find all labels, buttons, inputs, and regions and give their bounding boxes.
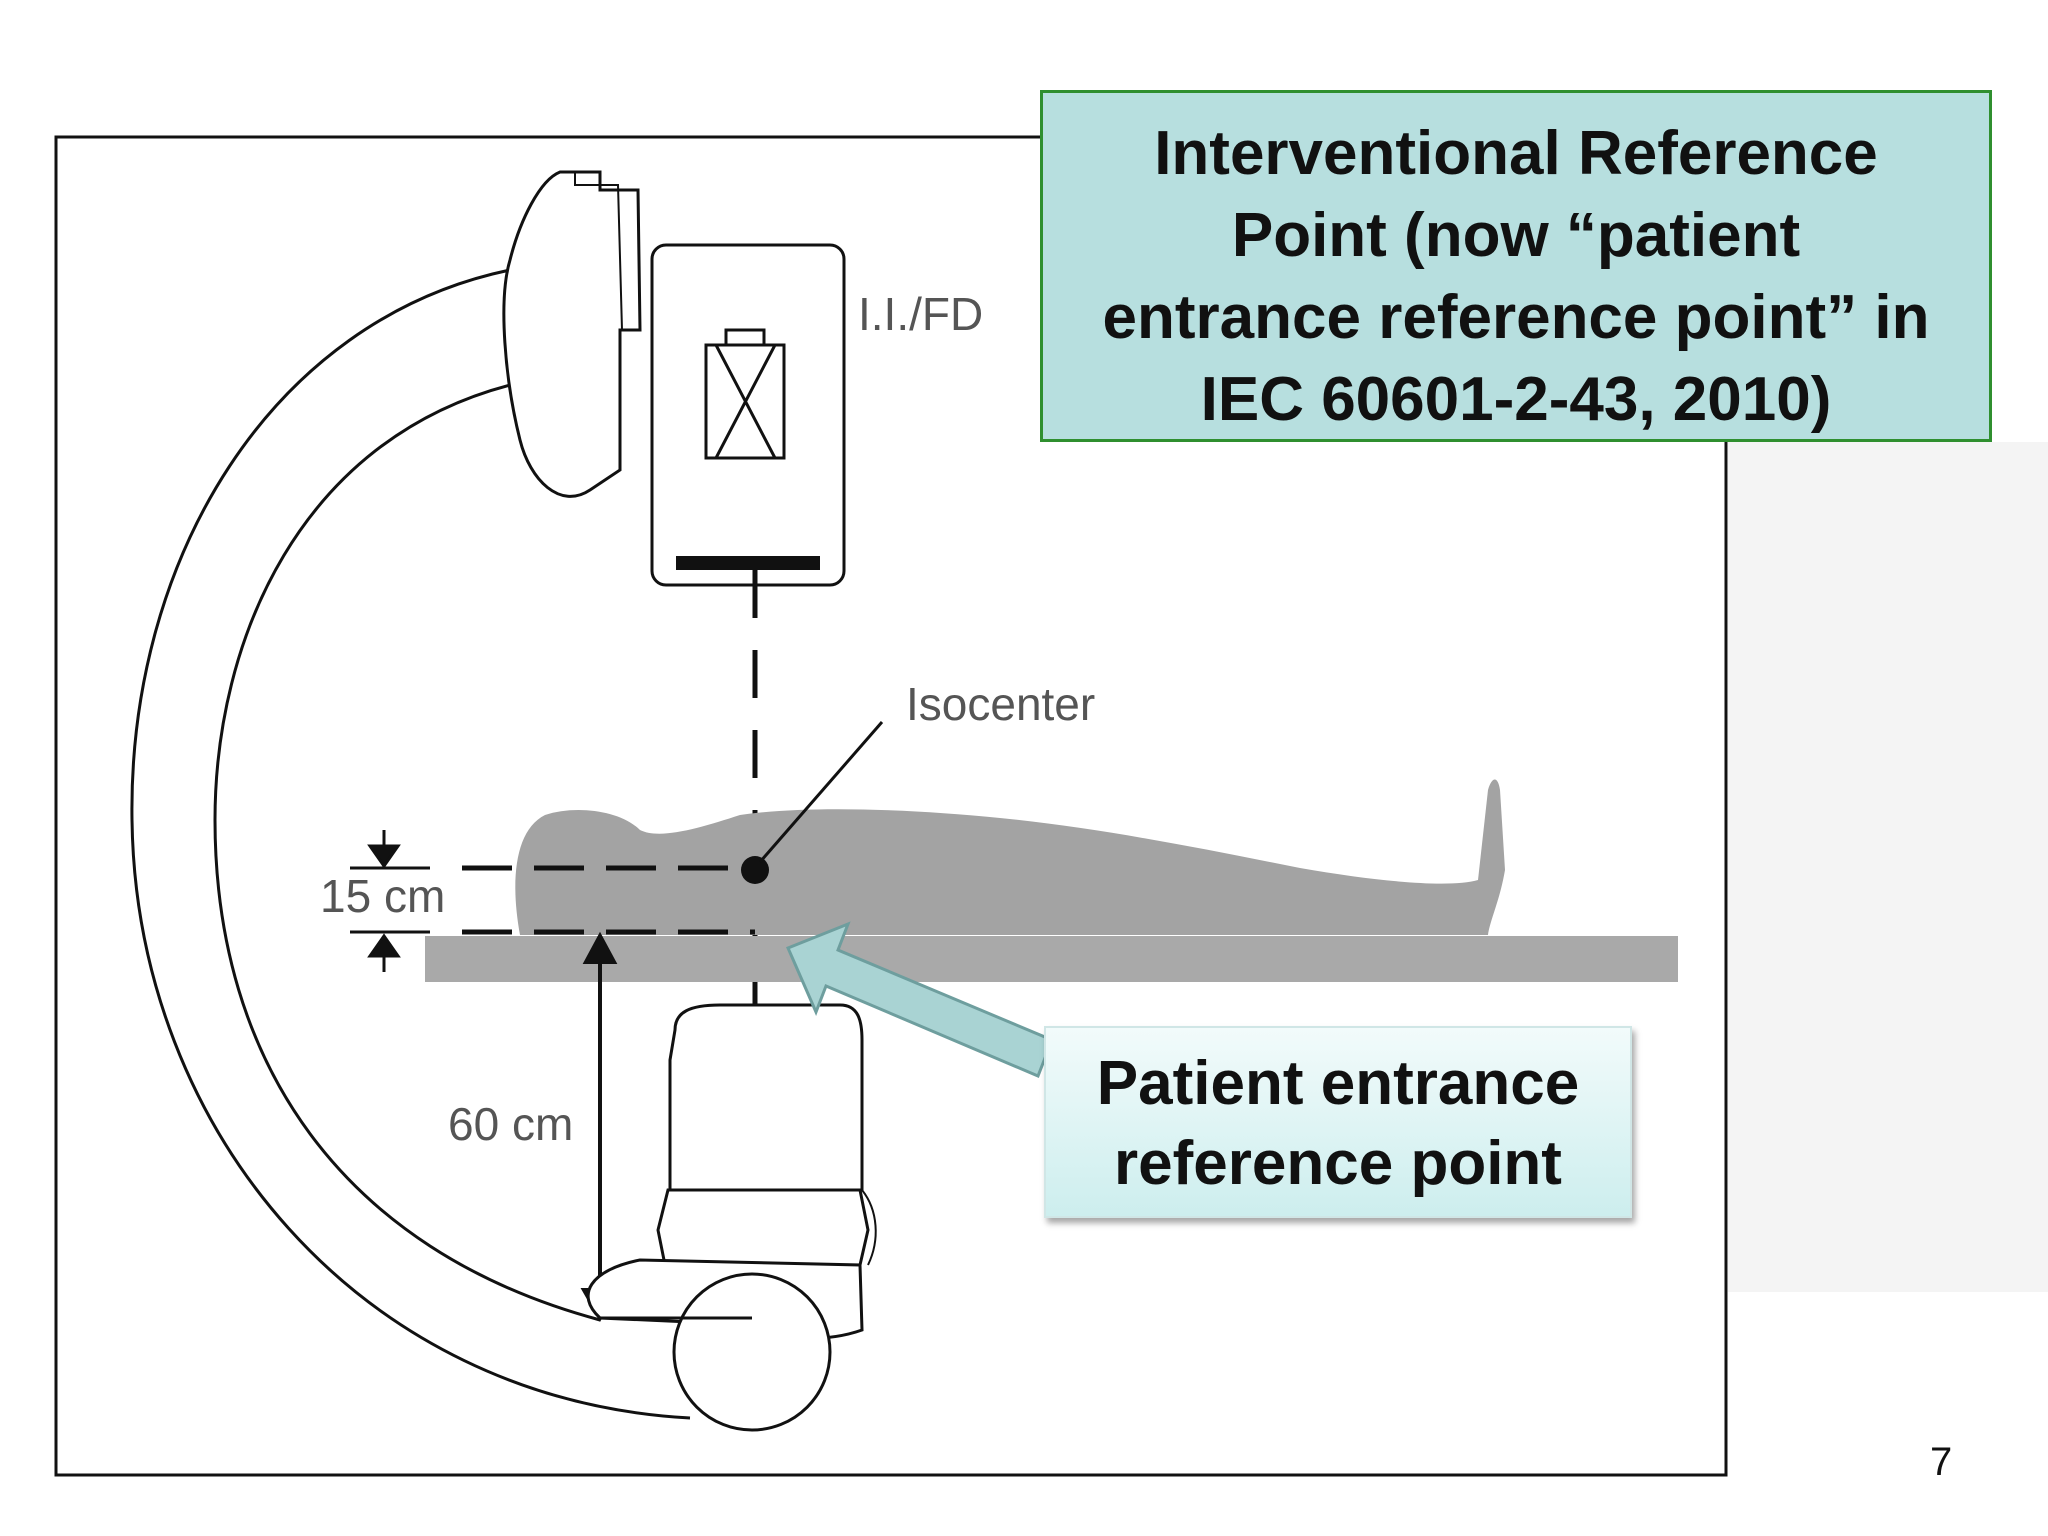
title-line-1: Interventional Reference <box>1154 119 1878 188</box>
patient-entrance-callout: Patient entrance reference point <box>1044 1026 1632 1218</box>
xray-tube-base <box>656 1188 870 1267</box>
isocenter-leader <box>758 721 884 863</box>
xray-tube-side-panel <box>861 1189 877 1266</box>
page-number: 7 <box>1930 1440 1953 1484</box>
dimension-60cm-arrow <box>580 931 620 1323</box>
c-arm-inner-arc <box>213 383 601 1322</box>
c-arm-outer-arc <box>130 268 691 1420</box>
reference-point-title-callout: Interventional Reference Point (now “pat… <box>1040 90 1992 442</box>
side-panel-strip <box>1728 442 2048 1292</box>
title-line-4: IEC 60601-2-43, 2010) <box>1200 365 1832 434</box>
title-line-2: Point (now “patient <box>1231 201 1801 270</box>
patient-silhouette <box>515 779 1505 935</box>
detector-plate <box>676 556 820 570</box>
entrance-line-2: reference point <box>1114 1129 1562 1198</box>
patient-table <box>425 936 1678 982</box>
distance-60cm-label: 60 cm <box>448 1098 573 1150</box>
detector-box <box>650 243 846 587</box>
distance-15cm-label: 15 cm <box>320 870 445 922</box>
detector-label: I.I./FD <box>858 288 983 340</box>
entrance-line-1: Patient entrance <box>1096 1049 1580 1118</box>
diagram-frame <box>54 135 1728 1477</box>
title-line-3: entrance reference point” in <box>1102 283 1930 352</box>
detector-hourglass-icon <box>704 328 786 460</box>
dimension-15cm-arrows <box>367 830 401 972</box>
xray-tube-housing <box>668 1003 864 1192</box>
xray-tube-pivot <box>672 1272 832 1432</box>
isocenter-label: Isocenter <box>906 678 1095 730</box>
detector-mount <box>502 170 642 498</box>
detector-mount-inner-line <box>574 172 623 331</box>
